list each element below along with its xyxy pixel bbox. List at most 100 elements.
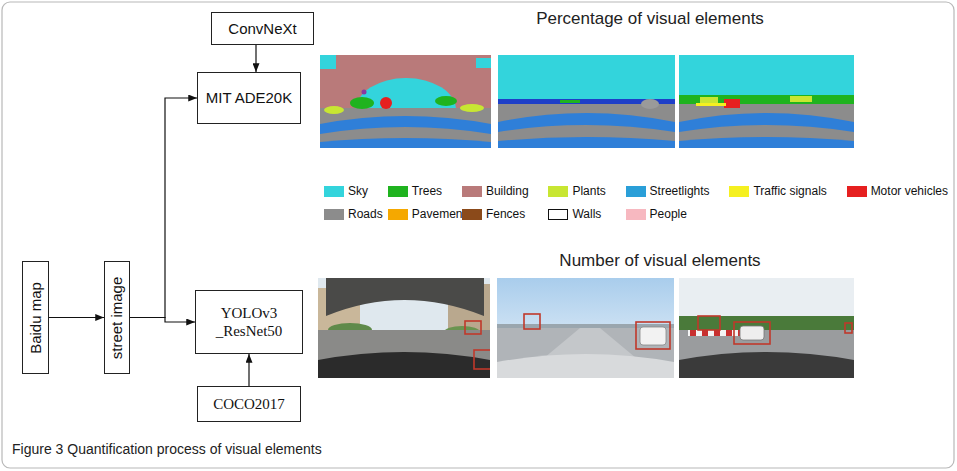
node-text: COCO2017 [209, 395, 289, 413]
street-photo-part [318, 352, 490, 378]
legend-swatch [324, 186, 344, 197]
street-photo-part [698, 316, 720, 330]
segmentation-image-part [679, 104, 854, 148]
street-photo-part [734, 322, 770, 344]
legend-label: People [650, 207, 687, 221]
segmentation-image-part [696, 103, 726, 106]
segmentation-image-part [460, 104, 484, 112]
segmentation-image-part [700, 97, 718, 103]
street-photo-part [497, 278, 674, 378]
legend-swatch [462, 186, 482, 197]
source-box: Baidu map [22, 261, 49, 374]
legend-label: Plants [572, 184, 605, 198]
legend-label: Traffic signals [753, 184, 826, 198]
section-heading: Number of visual elements [559, 251, 760, 271]
street-photo-part [679, 316, 854, 330]
street-photo-part [524, 314, 540, 329]
street-photo-part [474, 350, 490, 369]
legend-item: Trees [388, 184, 442, 198]
legend-item: Traffic signals [729, 184, 826, 198]
segmentation-image-part [320, 55, 491, 148]
street-photo-part [318, 330, 490, 378]
legend-label: Walls [572, 207, 601, 221]
segmentation-image-part [679, 95, 854, 104]
legend-swatch [388, 186, 408, 197]
model-box: YOLOv3 _ResNet50 [195, 290, 303, 354]
street-photo-part [497, 328, 674, 378]
street-photo [318, 278, 490, 378]
street-photo [679, 278, 854, 378]
segmentation-image-part [679, 137, 854, 148]
node-text: MIT ADE20K [202, 89, 296, 107]
legend-label: Pavement [412, 207, 466, 221]
segmentation-image-part [498, 137, 675, 148]
segmentation-image-part [350, 97, 374, 109]
segmentation-image-part [560, 100, 580, 103]
segmentation-image-part [498, 55, 675, 148]
street-photo-part [465, 321, 481, 334]
node-text: street image [108, 272, 126, 363]
flow-arrow [255, 45, 256, 72]
street-photo-part [679, 330, 854, 378]
segmentation-image-part [435, 96, 457, 106]
node-text: Baidu map [27, 278, 45, 358]
figure-caption: Figure 3 Quantification process of visua… [12, 441, 322, 457]
flow-arrow [130, 318, 195, 323]
model-box: ConvNeXt [211, 12, 314, 45]
legend-swatch [626, 186, 646, 197]
node-text: ConvNeXt [224, 20, 300, 38]
segmentation-image-part [320, 55, 336, 69]
legend-item: Plants [548, 184, 605, 198]
legend-swatch [548, 209, 568, 220]
legend-item: Sky [324, 184, 368, 198]
segmentation-image-part [790, 96, 812, 102]
street-photo-part [326, 278, 484, 316]
segmentation-image [679, 55, 854, 148]
legend-label: Roads [348, 207, 383, 221]
legend-swatch [324, 209, 344, 220]
legend-item: Streetlights [626, 184, 710, 198]
street-photo-part [740, 326, 764, 340]
dataset-box: MIT ADE20K [197, 72, 301, 124]
segmentation-image-part [498, 104, 675, 148]
segmentation-image-part [324, 106, 344, 114]
street-photo-part [690, 330, 744, 336]
legend-label: Fences [486, 207, 525, 221]
legend-swatch [729, 186, 749, 197]
segmentation-image-part [679, 55, 854, 148]
street-photo-part [845, 323, 852, 333]
segmentation-image-part [498, 113, 675, 132]
legend-item: Pavement [388, 207, 466, 221]
street-photo-part [497, 354, 674, 378]
street-photo-part [318, 278, 490, 378]
legend-item: Walls [548, 207, 601, 221]
legend-swatch [626, 209, 646, 220]
legend-label: Motor vehicles [871, 184, 948, 198]
segmentation-image-part [320, 138, 491, 148]
segmentation-image [320, 55, 491, 148]
legend-label: Sky [348, 184, 368, 198]
legend-label: Trees [412, 184, 442, 198]
segmentation-image-part [380, 97, 392, 109]
street-photo-part [679, 278, 854, 378]
flow-arrow [248, 354, 249, 386]
street-photo-part [636, 322, 670, 349]
segmentation-image-part [724, 99, 740, 108]
legend-swatch [548, 186, 568, 197]
legend-item: Fences [462, 207, 525, 221]
street-photo-part [679, 352, 854, 378]
segmentation-image-part [641, 99, 659, 109]
segmentation-image-part [362, 90, 367, 95]
street-photo-part [640, 327, 666, 345]
node-text: YOLOv3 _ResNet50 [196, 304, 302, 340]
segmentation-image-part [679, 113, 854, 132]
section-heading: Percentage of visual elements [536, 9, 764, 29]
legend-item: Motor vehicles [847, 184, 948, 198]
flow-arrow [49, 317, 104, 318]
legend-label: Building [486, 184, 529, 198]
legend-label: Streetlights [650, 184, 710, 198]
